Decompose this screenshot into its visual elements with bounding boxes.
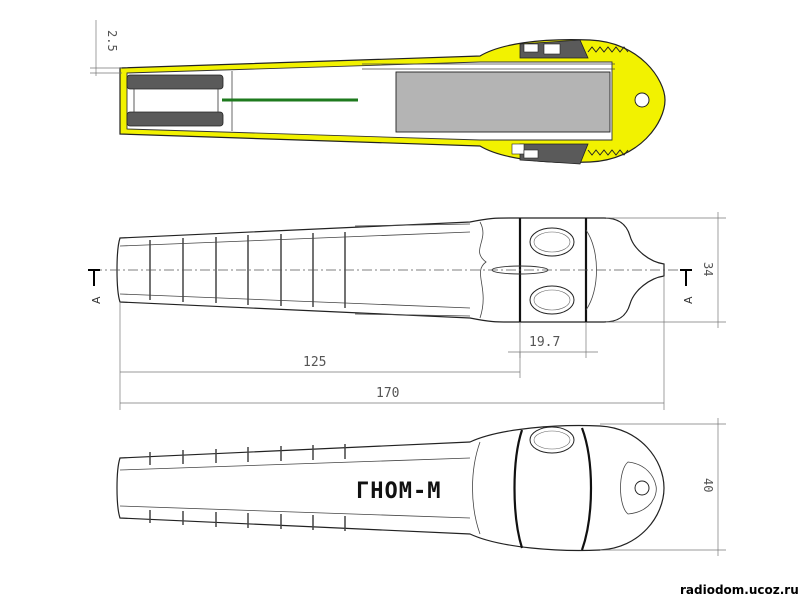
section-mark-left: A [90, 296, 103, 304]
dim-height-side: 34 [701, 262, 715, 276]
dim-length-to-band: 125 [303, 355, 326, 370]
button-lower [529, 285, 575, 315]
top-view: ГНОМ-М 40 [116, 418, 726, 556]
battery-insert [395, 71, 611, 133]
dim-overall-length: 170 [376, 386, 399, 401]
sleeve-lower [126, 111, 224, 127]
lanyard-hole-bottom [634, 480, 650, 496]
sleeve-upper [126, 74, 224, 90]
lanyard-hole-top [634, 92, 650, 108]
clip-bottom [519, 143, 589, 165]
section-view: 2.5 [90, 20, 666, 165]
site-credit: radiodom.ucoz.ru [680, 583, 799, 597]
top-ribs [149, 444, 346, 531]
brand-label: ГНОМ-М [356, 479, 441, 504]
dim-height-bottom: 40 [701, 478, 715, 492]
sleeve-inner [133, 88, 219, 113]
dim-wall-thickness: 2.5 [105, 30, 119, 52]
thread-top [587, 46, 629, 53]
thread-bottom [587, 149, 629, 156]
button-top [529, 426, 575, 454]
top-outline [116, 424, 665, 552]
dim-segment-length: 19.7 [529, 335, 560, 350]
button-upper [529, 227, 575, 257]
side-view: A A 34 19.7 125 170 [88, 212, 726, 410]
section-mark-right: A [682, 296, 695, 304]
side-outline [116, 217, 665, 323]
